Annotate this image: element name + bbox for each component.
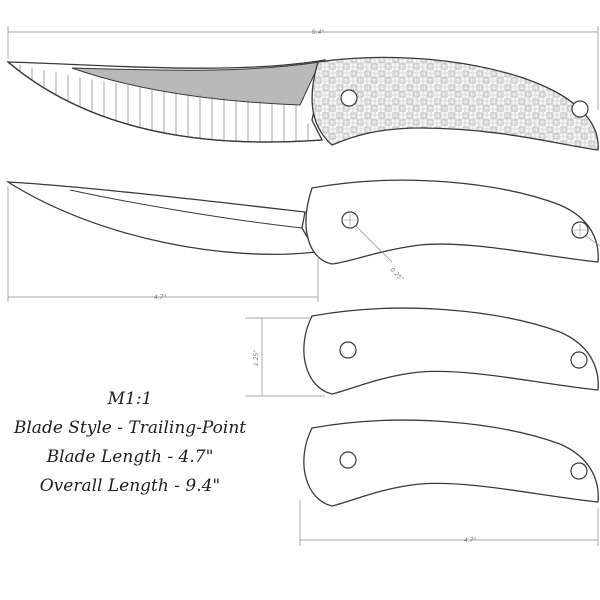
overall-length-caption: Overall Length - 9.4" <box>39 476 221 496</box>
blade-length-label: 4.7" <box>154 294 167 301</box>
template-caption: M1:1 Blade Style - Trailing-Point Blade … <box>0 385 280 501</box>
handle-length-dimension <box>299 500 599 546</box>
handle-pin-hole-front <box>340 89 358 107</box>
handle-outline <box>305 179 599 265</box>
blade-length-dimension <box>7 186 319 302</box>
handle-pin-hole-rear <box>570 351 588 369</box>
handle-height-label: 1.25" <box>253 350 260 366</box>
blade-edge <box>7 61 323 143</box>
blade-length-caption: Blade Length - 4.7" <box>46 447 214 467</box>
handle-pin-hole-front <box>339 451 357 469</box>
blade-grind-line <box>69 189 303 229</box>
handle-scale-outline <box>303 307 599 395</box>
handle-pin-hole-rear <box>571 100 589 118</box>
handle-scale-template-1: 1.25" <box>245 307 599 397</box>
model-label: M1:1 <box>107 389 153 409</box>
blade-style-label: Blade Style - Trailing-Point <box>13 418 247 438</box>
pin-hole-label: 0.25" <box>389 266 406 283</box>
blade-outline <box>5 181 318 255</box>
handle-scale-template-2: 4.7" <box>299 419 599 546</box>
handle-pin-hole-front <box>339 341 357 359</box>
knife-outline-template: 0.25" 4.7" <box>5 179 600 302</box>
overall-length-dimension <box>7 26 599 110</box>
blade-bevel <box>71 61 321 106</box>
handle-scale-textured <box>311 56 599 151</box>
knife-rendered: 9.4" <box>6 26 599 151</box>
handle-pin-hole-rear <box>570 462 588 480</box>
handle-length-label: 4.7" <box>464 537 477 544</box>
overall-length-label: 9.4" <box>312 29 325 36</box>
handle-height-dimension <box>245 317 325 397</box>
pin-hole-leader <box>355 225 393 263</box>
handle-scale-outline <box>303 419 599 507</box>
